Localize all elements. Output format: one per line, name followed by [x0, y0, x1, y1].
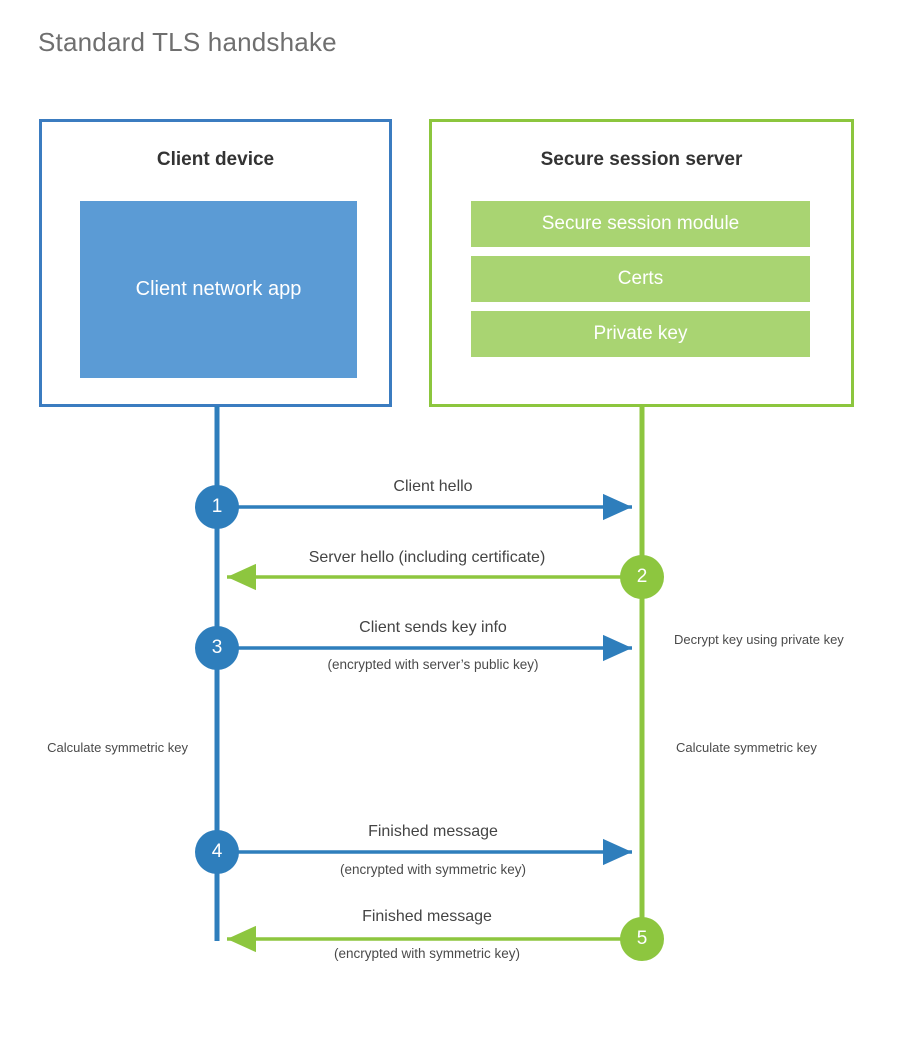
client-network-app-label: Client network app [135, 278, 302, 300]
step-5-sublabel: (encrypted with symmetric key) [333, 946, 521, 961]
step-badge-number: 5 [636, 928, 648, 949]
secure-session-server-title: Secure session server [540, 149, 743, 170]
step-2-label: Server hello (including certificate) [308, 549, 546, 566]
server-item-secure-session-module: Secure session module [471, 201, 810, 247]
step-badge-number: 4 [211, 841, 223, 862]
server-item-private-key: Private key [471, 311, 810, 357]
step-4-label: Finished message [368, 823, 498, 840]
client-device-box: Client device Client network app [39, 119, 392, 407]
step-5-label: Finished message [362, 908, 492, 925]
server-item-label: Certs [617, 268, 664, 289]
note-calculate-symmetric-key-server: Calculate symmetric key [676, 740, 817, 755]
step-badge-number: 3 [211, 637, 223, 658]
step-3-label: Client sends key info [359, 619, 507, 636]
server-item-label: Secure session module [541, 213, 740, 234]
step-1-label: Client hello [393, 478, 473, 495]
server-component-stack: Secure session module Certs Private key [471, 201, 810, 357]
note-calculate-symmetric-key-client: Calculate symmetric key [47, 740, 188, 755]
client-device-title: Client device [156, 149, 275, 170]
step-badge-4[interactable]: 4 [195, 830, 239, 874]
step-3-sublabel: (encrypted with server’s public key) [327, 657, 539, 672]
server-item-certs: Certs [471, 256, 810, 302]
step-4-sublabel: (encrypted with symmetric key) [339, 862, 527, 877]
step-badge-number: 2 [636, 566, 648, 587]
client-network-app-block: Client network app [80, 201, 357, 378]
server-item-label: Private key [593, 323, 688, 344]
page-title: Standard TLS handshake [38, 27, 337, 57]
step-badge-1[interactable]: 1 [195, 485, 239, 529]
step-badge-5[interactable]: 5 [620, 917, 664, 961]
step-badge-2[interactable]: 2 [620, 555, 664, 599]
note-decrypt-key: Decrypt key using private key [674, 632, 844, 647]
step-badge-3[interactable]: 3 [195, 626, 239, 670]
step-badge-number: 1 [211, 496, 223, 517]
secure-session-server-box: Secure session server Secure session mod… [429, 119, 854, 407]
